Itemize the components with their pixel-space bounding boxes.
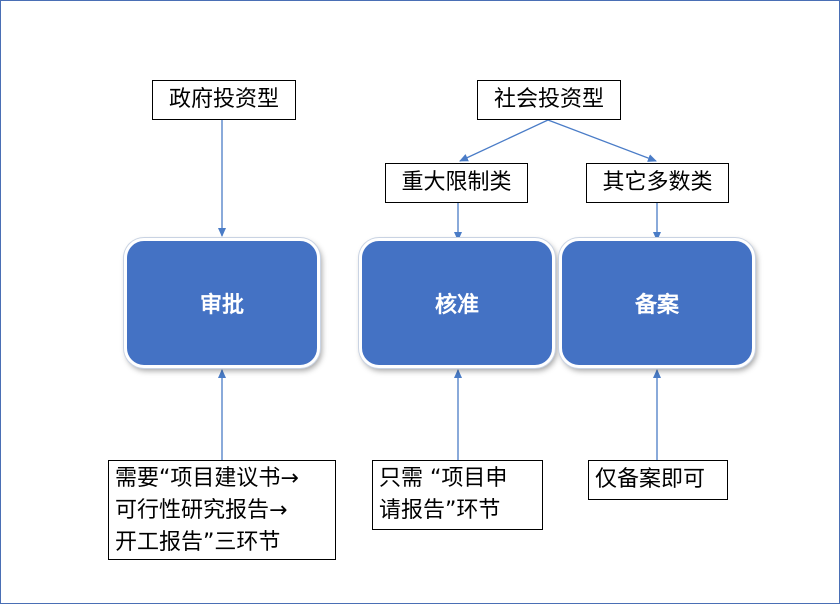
approval-note-line-1: 需要“项目建议书→ — [115, 466, 299, 491]
arrow-social-to-other — [547, 119, 657, 162]
filing-box: 备案 — [559, 238, 755, 368]
social-investment-label: 社会投资型 — [477, 80, 621, 120]
filing-note: 仅备案即可 — [588, 460, 728, 500]
filing-note-line-1: 仅备案即可 — [595, 467, 706, 492]
major-restricted-label: 重大限制类 — [385, 163, 528, 203]
government-investment-label: 政府投资型 — [152, 80, 296, 120]
approval-note-line-2: 可行性研究报告→ — [115, 498, 288, 523]
approval-note: 需要“项目建议书→ 可行性研究报告→ 开工报告”三环节 — [108, 460, 336, 560]
approval-note-line-3: 开工报告”三环节 — [115, 530, 281, 555]
verification-box: 核准 — [359, 238, 555, 368]
verification-note-line-1: 只需 “项目申 — [379, 466, 508, 491]
approval-box: 审批 — [124, 238, 320, 368]
verification-note-line-2: 请报告”环节 — [379, 498, 501, 523]
other-majority-label: 其它多数类 — [586, 163, 729, 203]
arrow-social-to-major — [459, 119, 549, 162]
verification-note: 只需 “项目申 请报告”环节 — [372, 460, 543, 530]
